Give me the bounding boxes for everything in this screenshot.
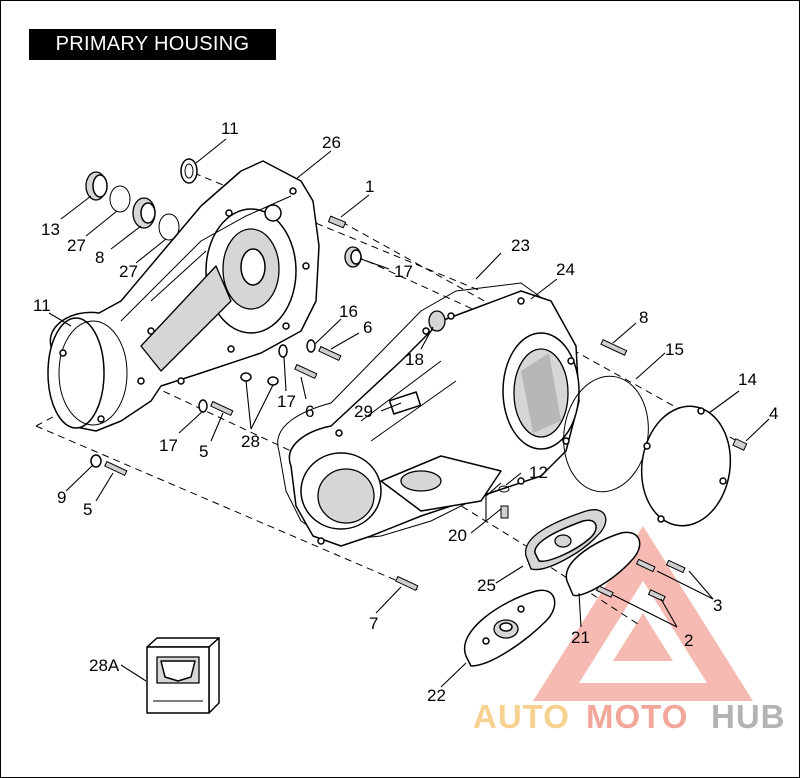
callout-labels: 11 26 1 13 27 8 27 17 23 24 11 8 16 6 15…: [33, 119, 778, 705]
callout-24: 24: [556, 260, 575, 279]
callout-3: 3: [713, 596, 722, 615]
callout-14: 11: [221, 119, 239, 138]
callout-10: 8: [95, 248, 104, 267]
callout-28: 28: [241, 432, 260, 451]
callout-29: 29: [354, 402, 373, 421]
callout-19: 18: [405, 350, 424, 369]
callout-4: 4: [769, 404, 778, 423]
watermark-text-auto: AUTO: [473, 698, 570, 735]
derby-cover-parts: [563, 375, 732, 527]
page-title: PRIMARY HOUSING: [29, 29, 276, 60]
watermark-triangle-core: [613, 613, 673, 661]
callout-26: 26: [322, 133, 341, 152]
callout-15: 14: [738, 370, 757, 389]
inner-primary-housing: [47, 160, 320, 432]
callout-17c: 17: [159, 436, 178, 455]
callout-17b: 17: [277, 392, 296, 411]
outer-primary-cover: [288, 290, 580, 547]
kit-box-28A: [146, 637, 220, 714]
callout-8: 8: [639, 308, 648, 327]
callout-13: 13: [41, 220, 60, 239]
callout-27b: 27: [119, 262, 138, 281]
watermark-text-moto: MOTO: [586, 698, 688, 735]
callout-5b: 5: [83, 500, 92, 519]
callout-17a: 16: [339, 302, 358, 321]
callout-7: 7: [369, 614, 378, 633]
callout-16: 15: [665, 340, 684, 359]
callout-12: 12: [529, 463, 548, 482]
watermark-text-hub: HUB: [711, 698, 786, 735]
callout-6a: 6: [363, 318, 372, 337]
callout-23: 23: [511, 236, 530, 255]
callout-22: 22: [427, 686, 446, 705]
callout-21: 21: [571, 628, 590, 647]
leader-lines: [48, 138, 770, 688]
callout-25: 25: [477, 576, 496, 595]
callout-28A: 28A: [89, 656, 120, 675]
callout-6b: 6: [305, 402, 314, 421]
callout-20: 20: [448, 526, 467, 545]
watermark-logo: AUTO MOTO HUB: [473, 526, 786, 735]
callout-9: 9: [57, 488, 66, 507]
callout-5a: 5: [199, 442, 208, 461]
callout-18: 17: [394, 262, 413, 281]
callout-2: 2: [684, 631, 693, 650]
primary-cover-gasket: [277, 282, 562, 542]
callout-11: 11: [33, 296, 51, 315]
callout-27a: 27: [67, 236, 86, 255]
callout-1: 1: [365, 177, 374, 196]
inspection-cover-parts: [463, 509, 641, 667]
